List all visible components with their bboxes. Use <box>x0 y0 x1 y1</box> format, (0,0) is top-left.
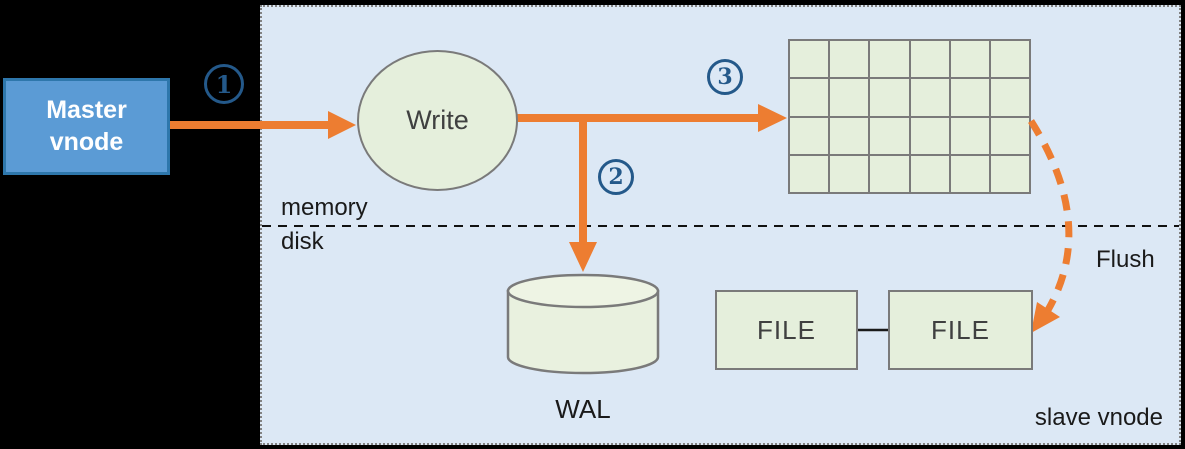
step-3-number: 3 <box>717 64 733 90</box>
memtable-cell <box>910 155 949 192</box>
memtable-grid <box>788 39 1031 194</box>
file-box-right-label: FILE <box>931 314 990 345</box>
memtable-cell <box>790 117 829 154</box>
step-2-number: 2 <box>608 164 624 190</box>
memtable-cell <box>950 79 989 116</box>
memtable-cell <box>830 155 869 192</box>
memtable-cell <box>870 155 909 192</box>
step-2-badge: 2 <box>598 159 634 195</box>
write-node: Write <box>357 50 518 191</box>
file-box-right: FILE <box>888 290 1033 370</box>
memtable-cell <box>790 155 829 192</box>
memtable-cell <box>830 117 869 154</box>
step-1-number: 1 <box>215 69 233 99</box>
memtable-cell <box>910 117 949 154</box>
memtable-cell <box>950 117 989 154</box>
memtable-cell <box>990 155 1029 192</box>
memtable-cell <box>990 79 1029 116</box>
memtable-cell <box>950 41 989 78</box>
wal-label: WAL <box>555 394 611 424</box>
master-vnode-node: Master vnode <box>3 78 170 175</box>
file-box-left-label: FILE <box>757 314 816 345</box>
memtable-cell <box>870 79 909 116</box>
memtable-cell <box>790 79 829 116</box>
step-1-badge: 1 <box>204 64 244 104</box>
memtable-cell <box>990 41 1029 78</box>
master-vnode-label-line2: vnode <box>49 127 124 156</box>
slave-vnode-label: slave vnode <box>1034 404 1163 431</box>
disk-label: disk <box>281 228 324 255</box>
memtable-cell <box>830 41 869 78</box>
flush-label: Flush <box>1096 246 1155 273</box>
memtable-cell <box>790 41 829 78</box>
step-3-badge: 3 <box>707 59 743 95</box>
file-box-left: FILE <box>715 290 858 370</box>
memtable-cell <box>910 41 949 78</box>
memtable-cell <box>910 79 949 116</box>
memtable-cell <box>830 79 869 116</box>
memtable-cell <box>950 155 989 192</box>
memtable-cell <box>990 117 1029 154</box>
memory-label: memory <box>281 194 368 221</box>
write-node-label: Write <box>406 105 469 135</box>
master-vnode-label-line1: Master <box>46 96 127 125</box>
memtable-cell <box>870 117 909 154</box>
memtable-cell <box>870 41 909 78</box>
